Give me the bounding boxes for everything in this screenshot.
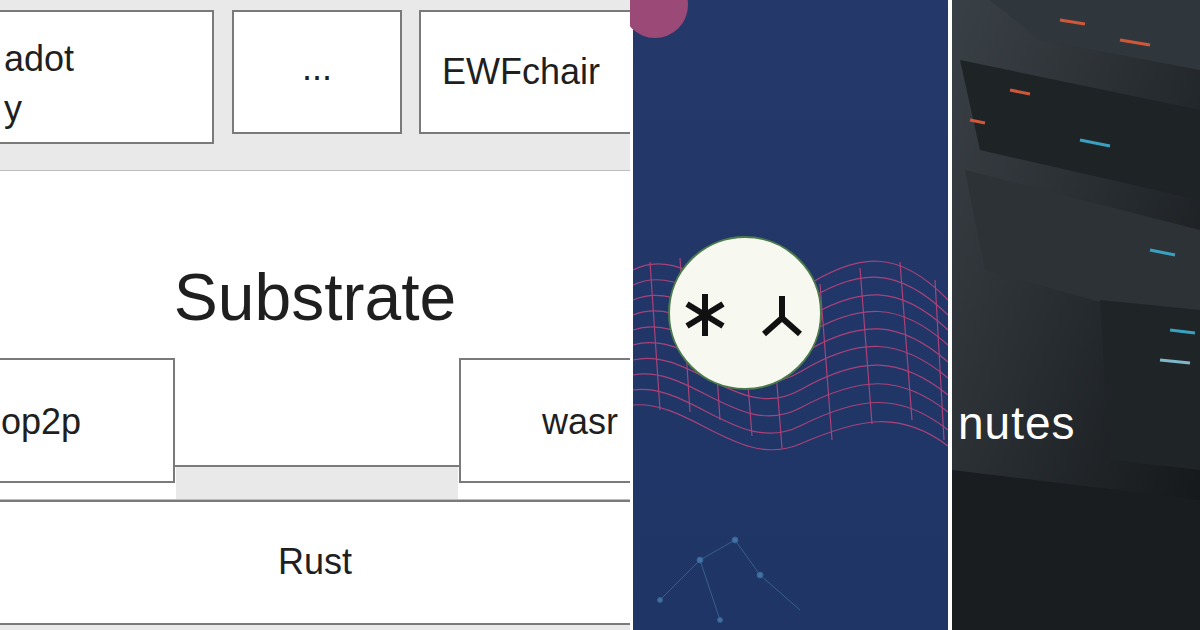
server-racks <box>952 0 1200 630</box>
inner-band <box>176 466 458 500</box>
component-box: wasr <box>459 358 630 483</box>
server-photo-ground <box>952 0 1200 630</box>
box-label: EWFchair <box>442 50 600 94</box>
ellipsis-box: ... <box>232 10 402 134</box>
chain-box: adot y <box>0 10 214 144</box>
overlay-caption: nutes <box>958 396 1076 450</box>
box-label: wasr <box>542 400 618 444</box>
chain-box: EWFchair <box>419 10 630 134</box>
framework-box: Substrate op2p wasr <box>0 170 630 500</box>
box-label: Rust <box>278 540 352 584</box>
language-box: Rust <box>0 500 630 625</box>
architecture-panel: adot y... EWFchairSubstrate op2p wasrRust <box>0 0 630 630</box>
box-label: adot y <box>4 34 94 134</box>
component-box: op2p <box>0 358 175 483</box>
box-label: Substrate <box>174 259 457 335</box>
divider <box>948 0 952 630</box>
box-label: op2p <box>1 400 81 444</box>
poster-ground <box>633 0 948 630</box>
network-dots <box>658 537 801 623</box>
divider <box>630 0 633 630</box>
logo-badge <box>669 237 821 389</box>
accent-circle <box>622 0 688 38</box>
connector-line <box>175 465 459 467</box>
box-label: ... <box>302 46 332 90</box>
